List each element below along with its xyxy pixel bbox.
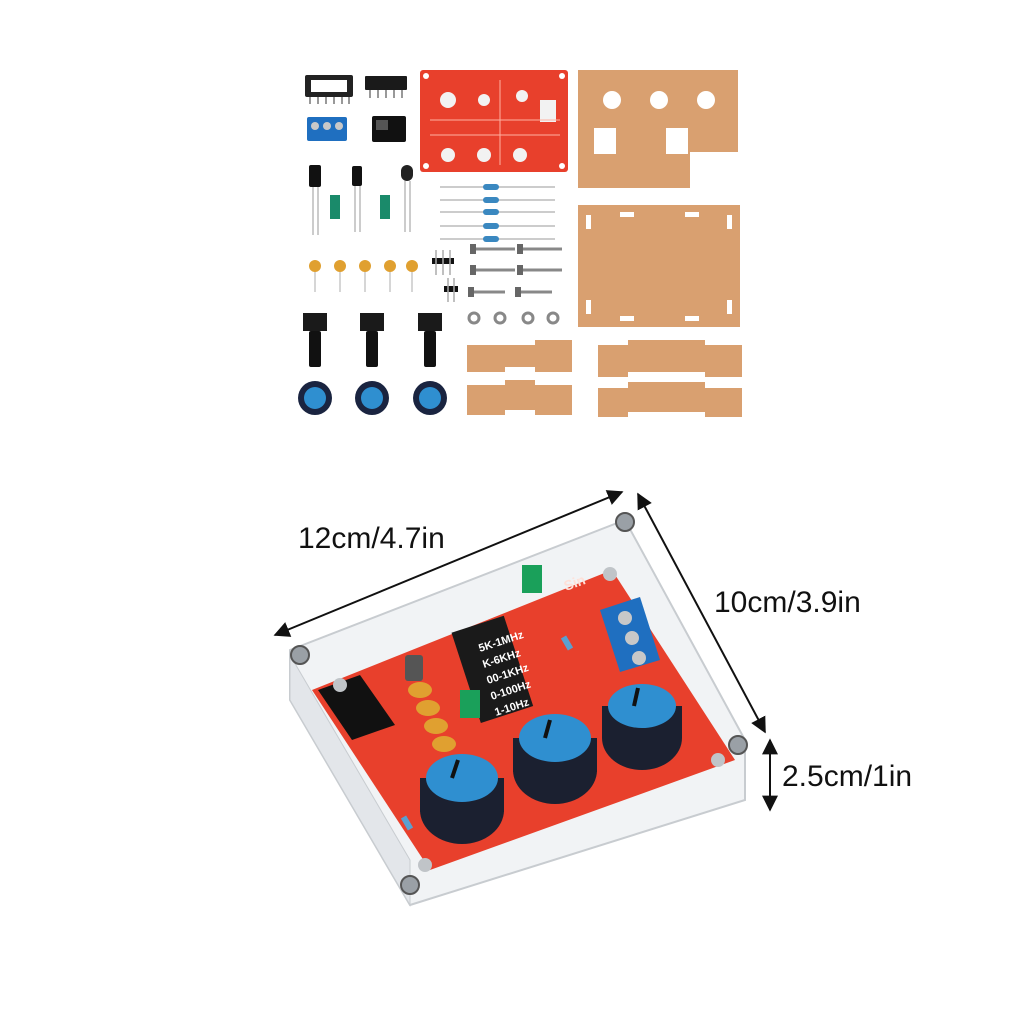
acrylic-bottom-panel — [578, 205, 740, 327]
ceramic-capacitors — [309, 260, 418, 292]
kit-parts — [298, 70, 742, 417]
dc-jack — [372, 116, 406, 142]
terminal-block — [307, 117, 347, 141]
potentiometer-trimmers — [330, 195, 390, 219]
depth-arrow — [637, 492, 766, 734]
height-dimension-label: 2.5cm/1in — [782, 760, 913, 793]
pcb-board — [420, 70, 568, 172]
acrylic-side-pieces — [467, 340, 742, 417]
acrylic-top-panel — [578, 70, 738, 188]
electrolytic-capacitors — [309, 165, 413, 235]
dimension-arrows — [273, 490, 778, 812]
pin-headers — [432, 250, 458, 302]
knobs — [298, 381, 447, 415]
ic-socket — [305, 75, 353, 104]
resistors — [440, 184, 555, 242]
nuts — [467, 311, 560, 325]
width-arrow — [273, 490, 624, 637]
potentiometers — [303, 313, 442, 367]
depth-dimension-label: 10cm/3.9in — [714, 586, 861, 619]
screws — [468, 244, 562, 297]
width-dimension-label: 12cm/4.7in — [298, 522, 445, 555]
ic-chip — [365, 76, 407, 98]
